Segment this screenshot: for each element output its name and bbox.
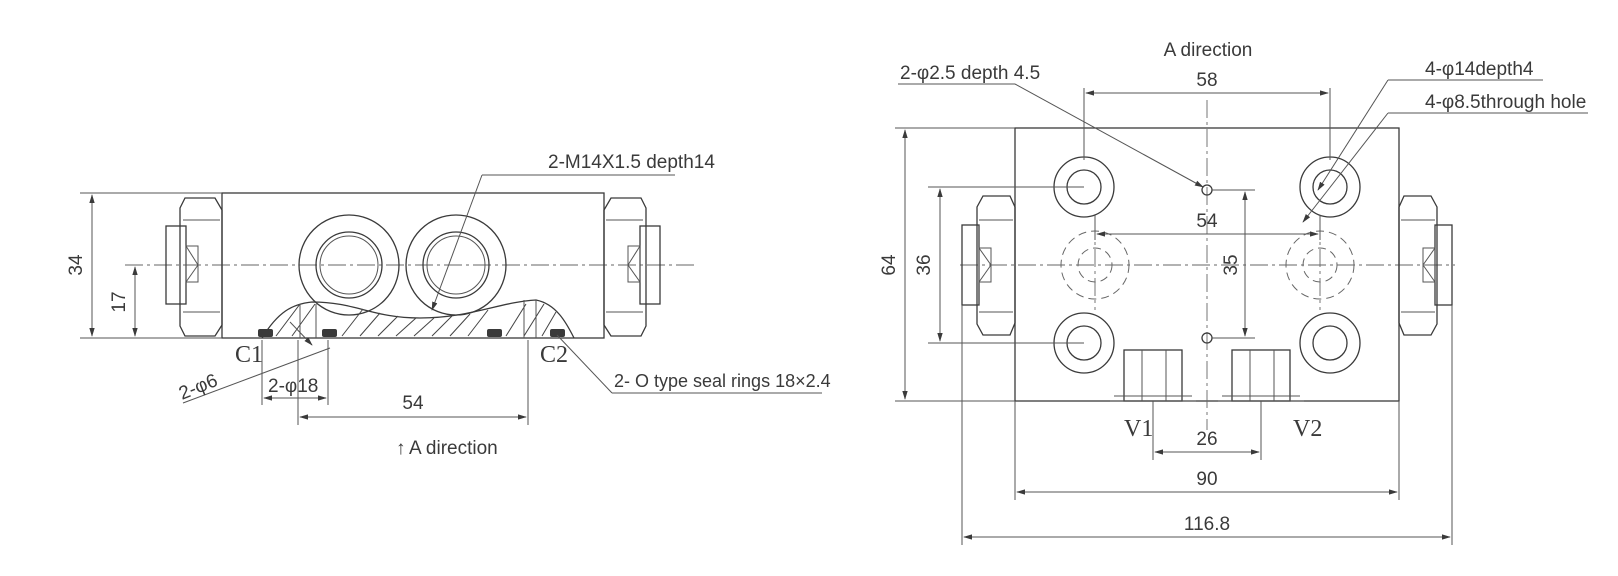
- left-plug-front: [961, 195, 1016, 336]
- seal-ring: [550, 329, 565, 337]
- dim-90-label: 90: [1196, 469, 1217, 490]
- dim-58-label: 58: [1196, 70, 1217, 91]
- seal-ring: [487, 329, 502, 337]
- through-note: 4-φ8.5through hole: [1425, 92, 1586, 113]
- thread-leader: [431, 174, 483, 311]
- through-leader: [1302, 112, 1389, 223]
- front-title: A direction: [1164, 40, 1253, 61]
- port-c2-label: C2: [540, 342, 568, 368]
- port-boss-v2: [1218, 349, 1304, 402]
- port-v2-label: V2: [1293, 416, 1322, 442]
- thread-note: 2-M14X1.5 depth14: [548, 152, 715, 173]
- port-left-side: [298, 214, 400, 316]
- dim-116-label: 116.8: [1184, 514, 1230, 535]
- cbore-leader: [1317, 79, 1389, 191]
- left-plug: [165, 197, 223, 337]
- right-plug-front: [1398, 195, 1453, 336]
- side-view: 34 17 2-M14X1.5 depth14 C1 C2 2-φ6 2-φ18…: [66, 152, 831, 459]
- seal-ring: [258, 329, 273, 337]
- dim-36-label: 36: [914, 254, 935, 275]
- dim-54-front-label: 54: [1196, 211, 1218, 232]
- mount-hole-br: [1299, 312, 1361, 374]
- port-c1-label: C1: [235, 342, 263, 368]
- side-direction-label: A direction: [409, 438, 498, 459]
- front-view: A direction: [879, 40, 1588, 545]
- hole-18-note: 2-φ18: [268, 376, 318, 397]
- dim-26-label: 26: [1196, 429, 1217, 450]
- section-hatch: [275, 300, 557, 338]
- dim-34-label: 34: [66, 254, 87, 276]
- seal-ring: [322, 329, 337, 337]
- dim-17-label: 17: [109, 291, 130, 312]
- seal-note: 2- O type seal rings 18×2.4: [614, 371, 831, 391]
- port-v1-label: V1: [1124, 416, 1153, 442]
- dim-64-label: 64: [879, 254, 900, 276]
- pin-hole-note: 2-φ2.5 depth 4.5: [900, 63, 1040, 84]
- hole-6-note: 2-φ6: [176, 370, 221, 404]
- section-outline: [261, 299, 575, 339]
- port-boss-v1: [1110, 349, 1196, 402]
- right-plug: [603, 197, 661, 337]
- dim-54-side-label: 54: [402, 393, 424, 414]
- pin-hole-leader: [1014, 83, 1204, 188]
- dim-35-label: 35: [1221, 254, 1242, 275]
- cbore-note: 4-φ14depth4: [1425, 59, 1534, 80]
- direction-arrow: ↑: [396, 438, 406, 459]
